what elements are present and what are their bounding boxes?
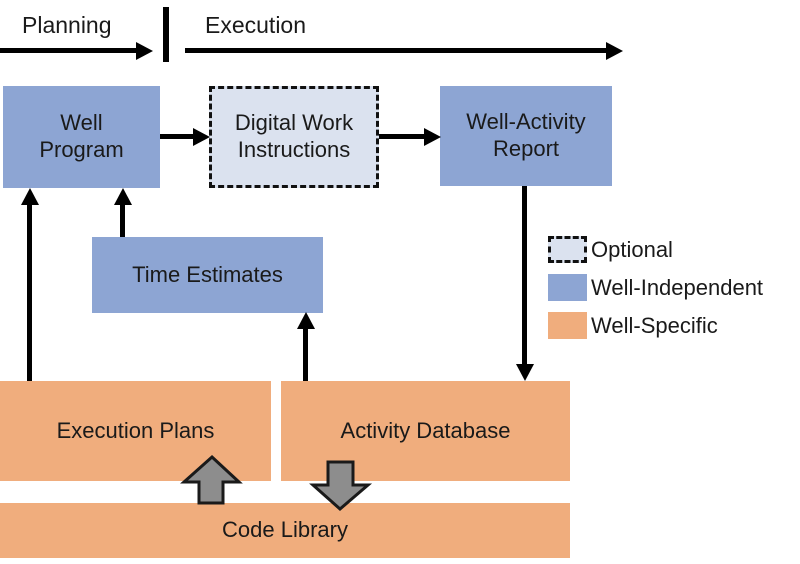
arrow-report-to-database-shaft bbox=[522, 186, 527, 365]
arrow-database-to-estimates-shaft bbox=[303, 328, 308, 381]
node-well-activity-report: Well-Activity Report bbox=[440, 86, 612, 186]
planning-arrow-shaft bbox=[0, 48, 137, 53]
node-code-library: Code Library bbox=[0, 503, 570, 558]
arrow-report-to-database-head-icon bbox=[516, 364, 534, 381]
arrow-dwi-to-report-shaft bbox=[379, 134, 425, 139]
node-activity-database: Activity Database bbox=[281, 381, 570, 481]
legend-label-well-specific: Well-Specific bbox=[591, 312, 718, 338]
legend-row-well-specific: Well-Specific bbox=[548, 312, 763, 339]
legend-swatch-well-independent-icon bbox=[548, 274, 587, 301]
legend-row-optional: Optional bbox=[548, 236, 763, 263]
node-digital-work-instructions: Digital Work Instructions bbox=[209, 86, 379, 188]
execution-arrow-head-icon bbox=[606, 42, 623, 60]
phase-divider bbox=[163, 7, 169, 62]
arrow-plans-to-wellprogram-shaft bbox=[27, 204, 32, 381]
legend-swatch-optional-icon bbox=[548, 236, 587, 263]
phase-label-execution: Execution bbox=[205, 12, 307, 38]
legend-row-well-independent: Well-Independent bbox=[548, 274, 763, 301]
legend: Optional Well-Independent Well-Specific bbox=[548, 236, 763, 339]
node-execution-plans: Execution Plans bbox=[0, 381, 271, 481]
arrow-dwi-to-report-head-icon bbox=[424, 128, 441, 146]
legend-label-optional: Optional bbox=[591, 236, 673, 262]
arrow-estimates-to-wellprogram-head-icon bbox=[114, 188, 132, 205]
arrow-database-to-estimates-head-icon bbox=[297, 312, 315, 329]
node-well-program: Well Program bbox=[3, 86, 160, 188]
legend-swatch-well-specific-icon bbox=[548, 312, 587, 339]
node-time-estimates: Time Estimates bbox=[92, 237, 323, 313]
arrow-wellprogram-to-dwi-head-icon bbox=[193, 128, 210, 146]
execution-arrow-shaft bbox=[185, 48, 607, 53]
planning-arrow-head-icon bbox=[136, 42, 153, 60]
legend-label-well-independent: Well-Independent bbox=[591, 274, 764, 300]
arrow-wellprogram-to-dwi-shaft bbox=[160, 134, 194, 139]
arrow-estimates-to-wellprogram-shaft bbox=[120, 204, 125, 237]
phase-label-planning: Planning bbox=[22, 12, 112, 38]
arrow-plans-to-wellprogram-head-icon bbox=[21, 188, 39, 205]
